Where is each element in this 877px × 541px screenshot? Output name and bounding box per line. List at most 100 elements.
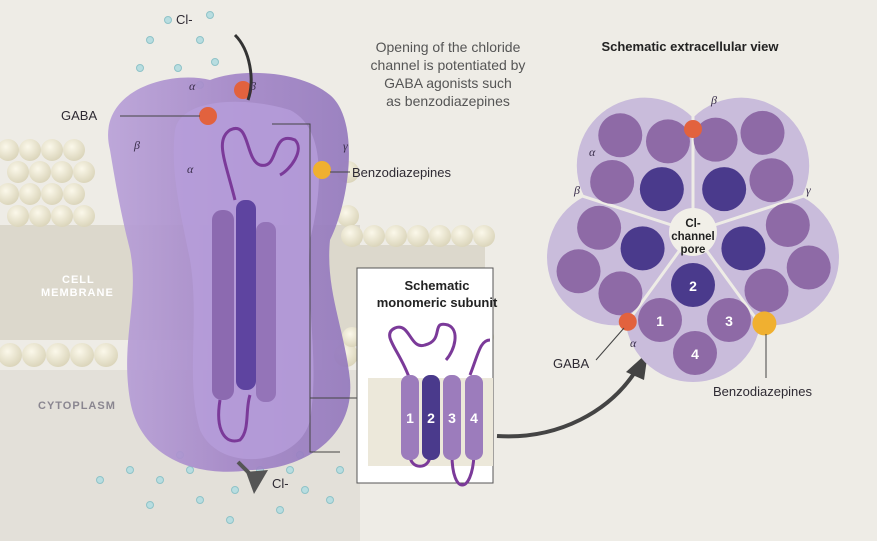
- pore-lining-helix: [702, 167, 747, 212]
- benzodiazepine-site: [313, 161, 331, 179]
- lipid-head: [473, 225, 495, 247]
- benzodiazepine-binding-site: [752, 311, 777, 336]
- subunit-divider: [549, 184, 694, 234]
- extracellular-rosette: [547, 82, 839, 382]
- lipid-head: [0, 343, 22, 367]
- chloride-ion: [301, 486, 309, 494]
- lipid-head: [51, 161, 73, 183]
- chloride-ion: [196, 36, 204, 44]
- helix-number: 3: [448, 410, 456, 426]
- lipid-head: [407, 225, 429, 247]
- inset-title: monomeric subunit: [377, 295, 498, 310]
- helix-number: 4: [470, 410, 478, 426]
- rosette-alpha-label: α: [630, 336, 637, 350]
- pore-lining-helix: [721, 226, 766, 271]
- chloride-label-bottom: Cl-: [272, 476, 289, 491]
- subunit-divider: [692, 184, 837, 234]
- lipid-head: [51, 205, 73, 227]
- lipid-head: [63, 183, 85, 205]
- pore-lining-helix: [620, 226, 665, 271]
- helix: [740, 110, 785, 155]
- subunit-beta-label: β: [249, 79, 256, 93]
- lipid-head: [70, 343, 94, 367]
- helix-number: 2: [427, 410, 435, 426]
- chloride-ion: [211, 58, 219, 66]
- gaba-site: [199, 107, 217, 125]
- benzodiazepines-label: Benzodiazepines: [352, 165, 452, 180]
- chloride-ion: [174, 64, 182, 72]
- lipid-head: [29, 205, 51, 227]
- rosette-beta-label: β: [573, 183, 580, 197]
- rosette-benzodiazepines-label: Benzodiazepines: [713, 384, 813, 399]
- rosette-gaba-label: GABA: [553, 356, 589, 371]
- helix: [638, 298, 682, 342]
- chloride-ion: [226, 516, 234, 524]
- subunit-gamma-label: γ: [343, 139, 348, 153]
- chloride-ion: [164, 16, 172, 24]
- lipid-head: [7, 161, 29, 183]
- lipid-head: [19, 139, 41, 161]
- lipid-head: [7, 205, 29, 227]
- helix: [556, 249, 601, 294]
- helix: [707, 298, 751, 342]
- pore-lining-helix: [671, 263, 715, 307]
- cell-membrane-label: MEMBRANE: [41, 287, 114, 299]
- helix: [577, 205, 622, 250]
- gaba-site-top: [234, 81, 252, 99]
- lipid-head: [63, 139, 85, 161]
- helix-2: [236, 200, 256, 390]
- pore-label-line: Cl-: [685, 218, 701, 230]
- helix-3: [256, 222, 276, 402]
- curved-arrow: [496, 370, 637, 439]
- chloride-ion: [231, 486, 239, 494]
- cytoplasm-label: CYTOPLASM: [38, 400, 116, 412]
- lipid-head: [94, 343, 118, 367]
- lipid-head: [19, 183, 41, 205]
- lipid-head: [385, 225, 407, 247]
- lipid-head: [451, 225, 473, 247]
- lipid-head: [363, 225, 385, 247]
- rosette-helix-number: 1: [656, 313, 664, 329]
- inset-title: Schematic: [404, 278, 469, 293]
- helix-number: 1: [406, 410, 414, 426]
- chloride-ion: [146, 501, 154, 509]
- helix: [693, 117, 738, 162]
- lipid-head: [73, 161, 95, 183]
- note-line: Opening of the chloride: [376, 39, 521, 55]
- chloride-ion: [196, 496, 204, 504]
- note-line: GABA agonists such: [384, 75, 512, 91]
- helix: [765, 202, 810, 247]
- note-line: as benzodiazepines: [386, 93, 510, 109]
- chloride-ion: [136, 64, 144, 72]
- rosette-helix-number: 3: [725, 313, 733, 329]
- chloride-ion: [156, 476, 164, 484]
- chloride-label-top: Cl-: [176, 12, 193, 27]
- lipid-head: [337, 205, 359, 227]
- pore-lining-helix: [639, 167, 684, 212]
- ion-flow-arrow-in: [233, 33, 253, 101]
- chloride-ion: [96, 476, 104, 484]
- lipid-head: [341, 225, 363, 247]
- lipid-head: [41, 183, 63, 205]
- gaba-binding-site: [618, 312, 637, 331]
- lipid-head: [22, 343, 46, 367]
- chloride-ion: [286, 466, 294, 474]
- helix: [786, 245, 831, 290]
- pore-label-line: pore: [681, 244, 706, 256]
- rosette-beta-label: β: [710, 93, 717, 107]
- helix: [744, 268, 789, 313]
- lipid-head: [0, 139, 19, 161]
- gaba-a-receptor-channel: [108, 33, 357, 494]
- channel-pore: [669, 208, 717, 256]
- subunit-beta-label: β: [133, 138, 140, 152]
- helix-1: [212, 210, 234, 400]
- subunit-alpha-label: α: [189, 79, 196, 93]
- chloride-ion: [326, 496, 334, 504]
- chloride-ion: [186, 466, 194, 474]
- rosette-alpha-label: α: [589, 145, 596, 159]
- helix: [598, 113, 643, 158]
- ion-flow-arrow-out: [246, 470, 268, 494]
- chloride-ion: [336, 466, 344, 474]
- chloride-ion: [276, 506, 284, 514]
